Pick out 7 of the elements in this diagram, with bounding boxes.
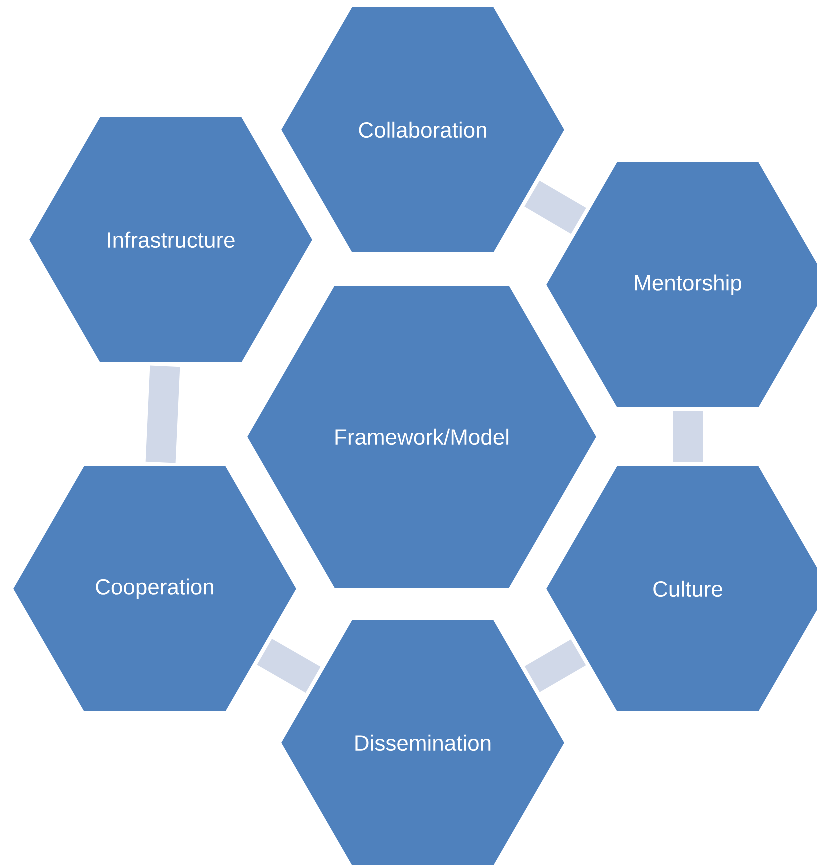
connector-band: [524, 640, 586, 692]
connector-band: [673, 411, 704, 462]
hexagon: Mentorship: [545, 162, 817, 408]
connector-band: [257, 639, 321, 693]
connector-band: [146, 366, 180, 464]
connector-band: [524, 180, 586, 234]
hexagon: Culture: [545, 466, 817, 712]
